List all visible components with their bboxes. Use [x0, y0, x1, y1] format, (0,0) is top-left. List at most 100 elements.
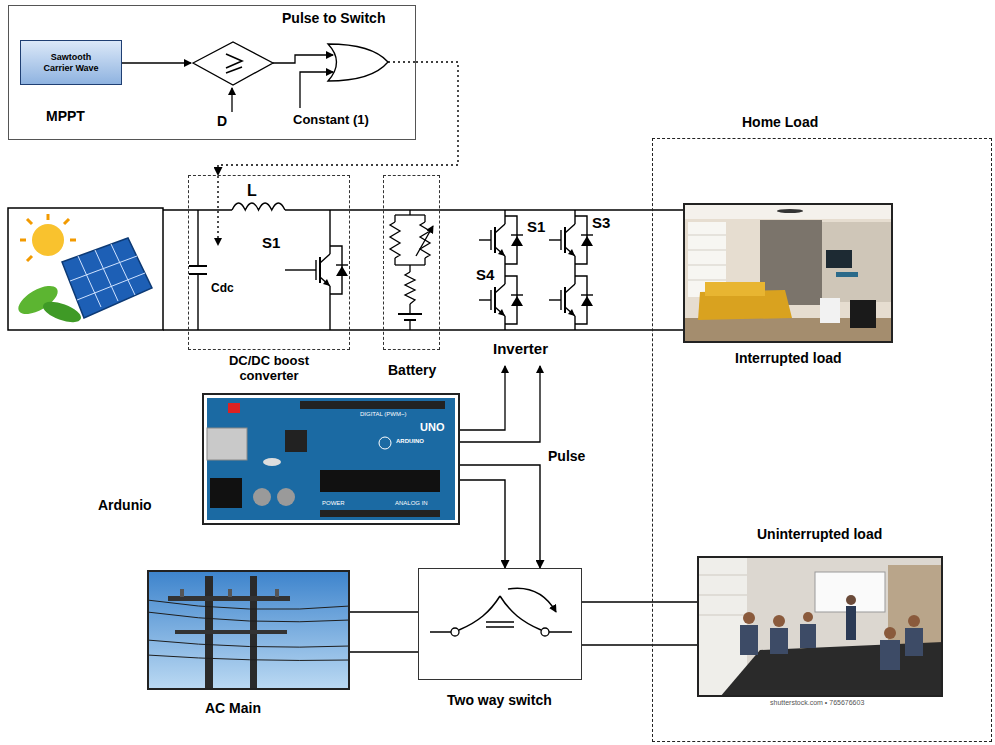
- solar-panel-picture: [78, 256, 101, 307]
- two-way-switch-symbol: [541, 628, 549, 636]
- meeting-room-photo: [697, 575, 747, 576]
- signal-name: Pulse: [548, 448, 585, 464]
- solar-panel-picture: [64, 219, 69, 224]
- wire-connector: [460, 480, 505, 568]
- carrier-wave-box: Sawtooth Carrier Wave: [20, 40, 122, 85]
- mppt-pwm-logic: [388, 61, 416, 62]
- arduino-board-picture: [263, 458, 281, 466]
- power-line-picture: [180, 589, 184, 597]
- battery-symbol: [394, 258, 395, 265]
- inverter-bridge: [549, 210, 593, 270]
- battery-symbol: [409, 320, 410, 330]
- meeting-room-photo: [740, 624, 923, 670]
- part-name: S3: [592, 214, 610, 231]
- region-heading: Home Load: [742, 114, 818, 130]
- meeting-room-photo: [846, 606, 856, 640]
- two-way-switch-symbol: [486, 621, 514, 623]
- part-name: Cdc: [211, 282, 234, 296]
- two-way-switch-symbol: [419, 569, 581, 679]
- living-room-photo: [683, 203, 893, 219]
- dc-circuit-wires: [383, 329, 683, 330]
- home-load-region: Home LoadInterrupted loadUninterrupted l…: [652, 138, 992, 742]
- power-line-picture: [175, 630, 287, 634]
- board-print: ANALOG IN: [395, 500, 428, 507]
- boost-converter-group: DC/DC boost converter: [188, 175, 350, 350]
- meeting-room-photo: [803, 612, 813, 622]
- living-room-photo: [683, 203, 893, 343]
- battery-symbol: [394, 215, 395, 222]
- two-way-switch-symbol: [451, 628, 459, 636]
- dc-circuit-wires: [285, 209, 350, 210]
- meeting-room-photo: [770, 628, 788, 654]
- group-label: DC/DC boost converter: [199, 354, 339, 384]
- inverter-bridge: [479, 210, 523, 270]
- solar-panel-picture: [70, 239, 76, 242]
- arduino-board-picture: [253, 488, 271, 506]
- load-photo-frame: Uninterrupted load: [697, 556, 943, 697]
- living-room-photo: [688, 235, 726, 280]
- meeting-room-photo: [743, 612, 920, 639]
- arduino-board-picture: [320, 470, 440, 492]
- power-line-picture: [147, 570, 350, 690]
- arduino-board-picture: [320, 510, 440, 517]
- living-room-photo: [705, 282, 765, 296]
- mppt-pwm-logic: [122, 62, 191, 63]
- dc-circuit-wires: [383, 209, 683, 210]
- battery-symbol: [405, 272, 415, 304]
- two-way-switch-symbol: [549, 631, 572, 633]
- wire-connector: [582, 601, 697, 602]
- mppt-pwm-logic: [231, 88, 232, 112]
- wire-connector: [350, 209, 383, 210]
- solar-panel-picture: [62, 238, 152, 318]
- wire-connector: [460, 465, 540, 568]
- wire-connector: [350, 611, 418, 612]
- watermark: shutterstock.com • 765676603: [770, 699, 864, 707]
- solar-panel-picture: [70, 244, 145, 307]
- dc-circuit-wires: [285, 269, 304, 270]
- load-photo-frame: Interrupted load: [683, 203, 893, 343]
- living-room-photo: [850, 300, 876, 328]
- inverter-bridge: [549, 270, 593, 330]
- two-way-switch-symbol: [430, 588, 572, 632]
- photo-caption: Interrupted load: [735, 350, 842, 366]
- board-print: UNO: [420, 421, 444, 434]
- dc-circuit-wires: [217, 176, 218, 245]
- two-way-switch-symbol: [459, 596, 500, 630]
- battery-group: Battery: [383, 175, 440, 350]
- meeting-room-photo: [908, 615, 920, 627]
- meeting-room-photo: [773, 615, 785, 627]
- signal-name: D: [217, 113, 227, 129]
- power-line-picture: [147, 655, 350, 660]
- arduino-board-picture: [228, 403, 240, 413]
- mppt-pwm-logic: [226, 54, 242, 68]
- two-way-switch-symbol: [430, 631, 451, 633]
- dc-circuit-wires: [163, 176, 683, 330]
- dc-circuit-wires: [197, 210, 198, 266]
- solar-panel-picture: [77, 273, 145, 300]
- power-line-picture: [147, 600, 350, 660]
- battery-symbol: [409, 304, 410, 314]
- part-name: S1: [527, 218, 545, 235]
- arduino-board-picture: [207, 398, 455, 520]
- battery-symbol: [409, 265, 410, 272]
- solar-panel-picture: [32, 224, 64, 256]
- transfer-switch-box: Two way switch: [418, 568, 582, 680]
- solar-panel-picture: [47, 214, 50, 220]
- inverter-bridge: [479, 210, 593, 330]
- dc-circuit-wires: [163, 329, 350, 330]
- mppt-pwm-logic: [226, 67, 242, 73]
- battery-symbol: [424, 215, 425, 222]
- board-print: ARDUINO: [396, 438, 424, 445]
- box-text: Sawtooth Carrier Wave: [36, 52, 106, 73]
- part-name: Inverter: [493, 340, 548, 357]
- box-caption: Two way switch: [447, 692, 552, 708]
- solar-panel-picture: [70, 256, 137, 281]
- group-label: Battery: [388, 362, 436, 378]
- meeting-room-photo: [697, 556, 943, 697]
- box-label: MPPT: [46, 108, 85, 124]
- two-way-switch-symbol: [508, 588, 556, 612]
- solar-panel-picture: [20, 214, 76, 261]
- arduino-board-picture: [210, 478, 242, 508]
- solar-panel-picture: [8, 208, 163, 330]
